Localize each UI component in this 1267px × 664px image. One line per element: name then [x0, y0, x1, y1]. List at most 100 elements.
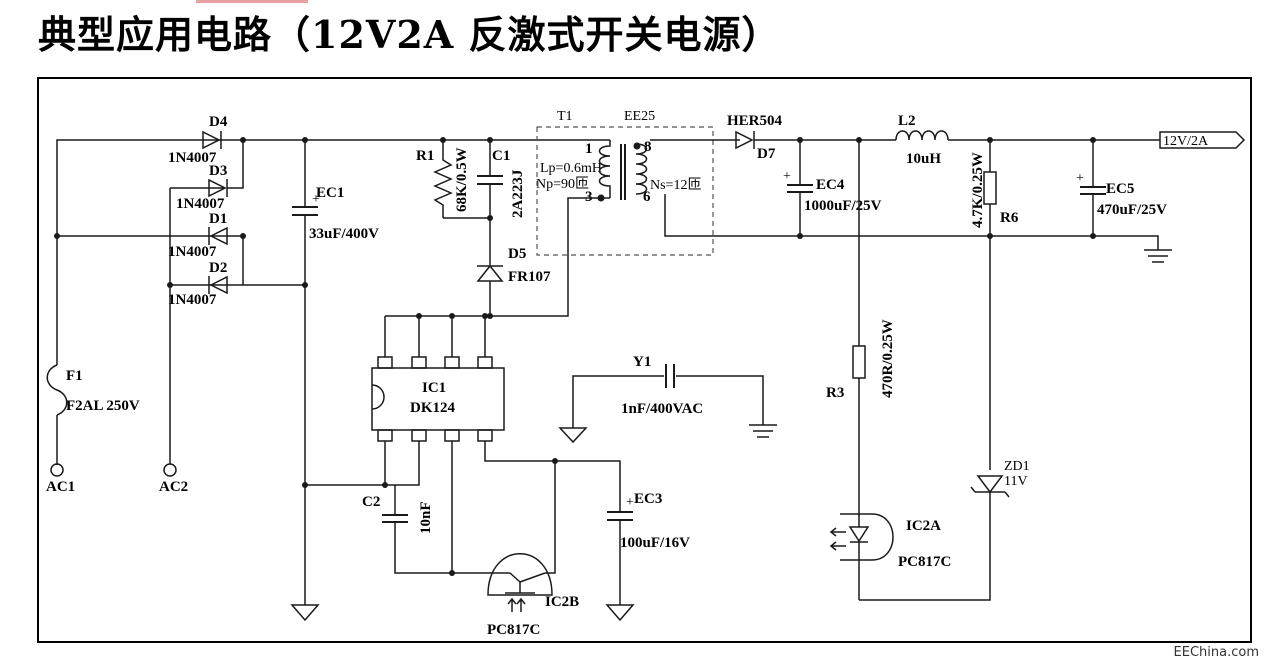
svg-text:1000uF/25V: 1000uF/25V: [804, 198, 882, 214]
svg-text:Y1: Y1: [633, 354, 651, 370]
ac2-terminal: AC2: [159, 463, 188, 495]
svg-text:100uF/16V: 100uF/16V: [620, 535, 690, 551]
optocoupler-ic2b: IC2B PC817C: [487, 461, 579, 638]
svg-text:PC817C: PC817C: [898, 554, 951, 570]
output-terminal: 12V/2A: [1159, 131, 1246, 149]
svg-text:6: 6: [643, 189, 651, 205]
diode-d4: D4 1N4007: [168, 114, 228, 166]
svg-text:IC2A: IC2A: [906, 518, 941, 534]
svg-text:11V: 11V: [1004, 474, 1028, 489]
ground-symbol: [290, 604, 320, 622]
resistor-r1: R1 68K/0.5W: [416, 140, 470, 218]
inductor-l2: L2 10uH: [895, 113, 949, 167]
svg-text:Ns=12匝: Ns=12匝: [650, 177, 701, 193]
diode-d3: D3 1N4007: [176, 163, 228, 212]
svg-text:33uF/400V: 33uF/400V: [309, 226, 379, 242]
svg-text:+: +: [626, 495, 634, 510]
svg-text:+: +: [1076, 171, 1084, 186]
svg-text:+: +: [312, 192, 320, 207]
svg-text:D1: D1: [209, 211, 227, 227]
svg-text:T1: T1: [557, 109, 573, 124]
svg-text:EC3: EC3: [634, 491, 662, 507]
wire: [305, 441, 420, 486]
svg-text:1N4007: 1N4007: [168, 150, 217, 166]
ac1-terminal: AC1: [46, 463, 75, 495]
capacitor-ec4: + EC4 1000uF/25V: [783, 169, 882, 214]
svg-text:EE25: EE25: [624, 109, 655, 124]
ground-symbol: [558, 427, 588, 444]
svg-text:10nF: 10nF: [418, 501, 434, 534]
svg-text:1N4007: 1N4007: [168, 244, 217, 260]
svg-text:EC4: EC4: [816, 177, 845, 193]
svg-text:Lp=0.6mH: Lp=0.6mH: [540, 161, 602, 176]
svg-text:R6: R6: [1000, 210, 1019, 226]
svg-text:ZD1: ZD1: [1004, 459, 1030, 474]
svg-text:DK124: DK124: [410, 400, 456, 416]
svg-text:3: 3: [585, 189, 593, 205]
svg-text:D4: D4: [209, 114, 228, 130]
svg-text:470uF/25V: 470uF/25V: [1097, 202, 1167, 218]
capacitor-c1: C1 2A223J: [477, 148, 526, 218]
watermark: EEChina.com: [1173, 645, 1259, 660]
fuse-f1: F1 F2AL 250V: [46, 364, 140, 416]
diode-d2: D2 1N4007: [168, 260, 228, 308]
svg-text:EC1: EC1: [316, 185, 344, 201]
svg-text:R1: R1: [416, 148, 434, 164]
diode-d5: D5 FR107: [476, 246, 551, 285]
svg-text:8: 8: [644, 139, 652, 155]
capacitor-y1: Y1 1nF/400VAC: [621, 354, 703, 417]
diode-d7: HER504 D7: [727, 113, 783, 162]
svg-text:EC5: EC5: [1106, 181, 1134, 197]
svg-text:470R/0.25W: 470R/0.25W: [880, 319, 896, 398]
wire: [56, 139, 225, 365]
ground-symbol: [605, 604, 635, 622]
svg-text:HER504: HER504: [727, 113, 783, 129]
wire: [484, 441, 621, 512]
wire: [664, 194, 1120, 237]
svg-text:IC2B: IC2B: [545, 594, 579, 610]
title-accent-bar: [196, 0, 308, 3]
svg-text:1: 1: [585, 141, 593, 157]
svg-text:1N4007: 1N4007: [168, 292, 217, 308]
svg-text:2A223J: 2A223J: [510, 169, 526, 218]
svg-text:1nF/400VAC: 1nF/400VAC: [621, 401, 703, 417]
zener-zd1: ZD1 11V: [970, 459, 1030, 498]
schematic-frame: [37, 77, 1252, 643]
svg-text:FR107: FR107: [508, 269, 551, 285]
diode-d1: D1 1N4007: [168, 211, 228, 260]
wire: [394, 522, 510, 574]
wire: [443, 184, 491, 219]
page-title: 典型应用电路（12V2A 反激式开关电源）: [38, 12, 781, 57]
capacitor-ec5: + EC5 470uF/25V: [1076, 171, 1167, 218]
svg-text:D2: D2: [209, 260, 227, 276]
svg-text:IC1: IC1: [422, 380, 446, 396]
svg-text:10uH: 10uH: [906, 151, 941, 167]
svg-text:D5: D5: [508, 246, 526, 262]
svg-text:AC1: AC1: [46, 479, 75, 495]
svg-text:+: +: [783, 169, 791, 184]
svg-text:PC817C: PC817C: [487, 622, 540, 638]
svg-text:1N4007: 1N4007: [176, 196, 225, 212]
resistor-r6: 4.7K/0.25W R6: [970, 152, 1019, 228]
svg-text:F1: F1: [66, 368, 83, 384]
svg-text:F2AL 250V: F2AL 250V: [66, 398, 140, 414]
capacitor-ec3: + EC3 100uF/16V: [607, 491, 690, 551]
svg-text:68K/0.5W: 68K/0.5W: [454, 147, 470, 212]
svg-text:C1: C1: [492, 148, 510, 164]
svg-text:C2: C2: [362, 494, 380, 510]
capacitor-c2: C2 10nF: [362, 494, 434, 534]
ic1-chip: IC1 DK124: [371, 356, 505, 442]
wire: [225, 139, 244, 189]
wire: [572, 375, 664, 428]
optocoupler-ic2a: IC2A PC817C: [829, 513, 951, 600]
svg-text:L2: L2: [898, 113, 916, 129]
svg-text:AC2: AC2: [159, 479, 188, 495]
wire: [676, 375, 764, 425]
svg-text:R3: R3: [826, 385, 844, 401]
ground-symbol: [1120, 235, 1172, 263]
svg-text:4.7K/0.25W: 4.7K/0.25W: [970, 152, 986, 228]
wire: [859, 492, 991, 601]
svg-text:D7: D7: [757, 146, 776, 162]
svg-text:12V/2A: 12V/2A: [1163, 134, 1209, 149]
ground-symbol: [749, 424, 777, 438]
